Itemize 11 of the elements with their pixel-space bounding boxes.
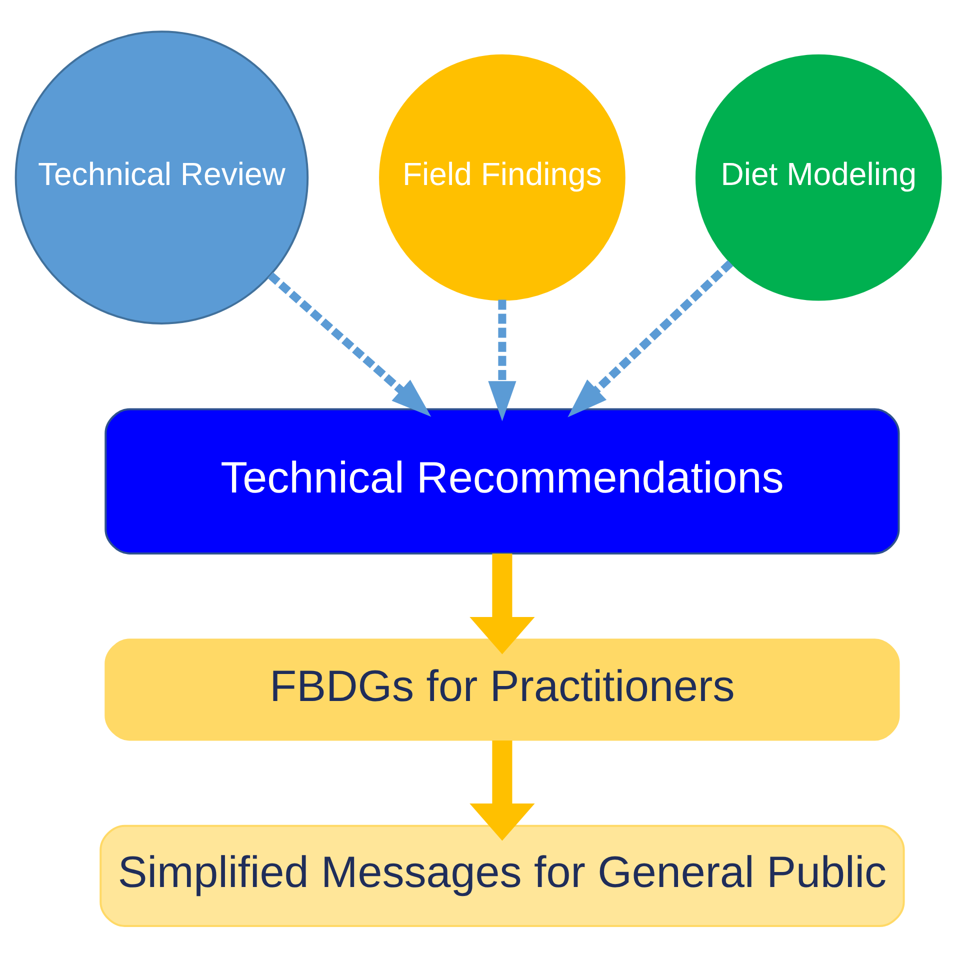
node-box: FBDGs for Practitioners	[104, 638, 900, 740]
node-circle: Technical Review	[14, 30, 309, 324]
node-box: Technical Recommendations	[104, 408, 900, 554]
arrow	[470, 740, 535, 840]
node-circle: Field Findings	[379, 54, 626, 300]
arrow	[470, 553, 535, 654]
arrow	[488, 299, 516, 421]
node-circle: Diet Modeling	[695, 54, 942, 300]
arrow	[568, 260, 734, 417]
arrow	[268, 272, 432, 416]
node-box: Simplified Messages for General Public	[100, 824, 905, 926]
